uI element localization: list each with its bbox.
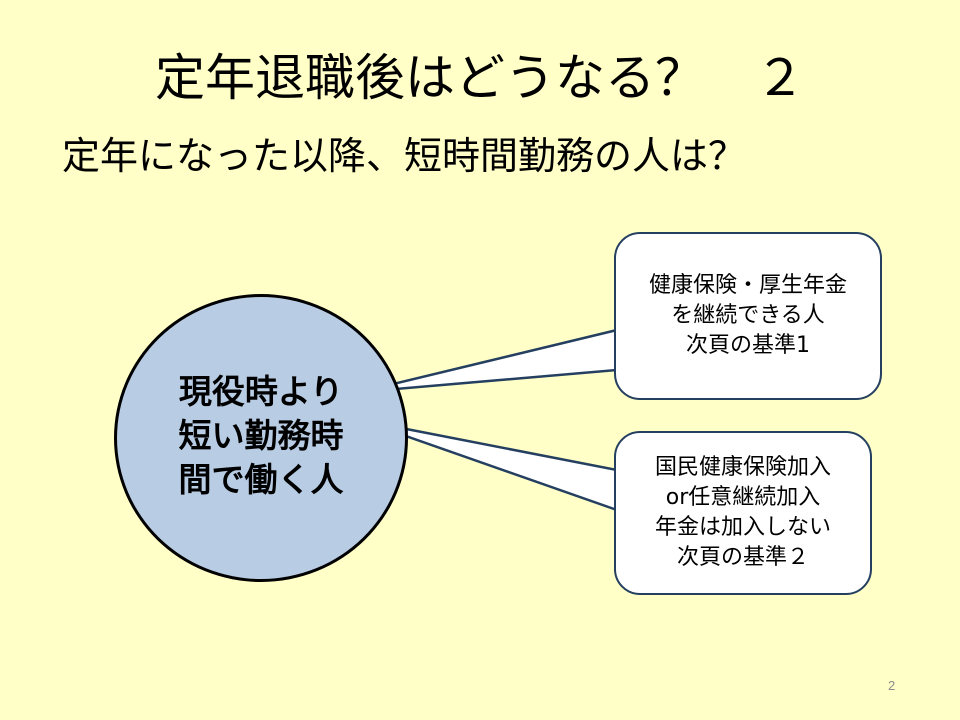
circle-label: 現役時より 短い勤務時 間で働く人 — [178, 372, 344, 499]
page-number: 2 — [888, 678, 896, 693]
callout-national-insurance: 国民健康保険加入 or任意継続加入 年金は加入しない 次頁の基準２ — [614, 431, 872, 595]
callout-continue-insurance: 健康保険・厚生年金 を継続できる人 次頁の基準1 — [614, 232, 882, 400]
main-circle: 現役時より 短い勤務時 間で働く人 — [114, 294, 408, 582]
slide-subtitle: 定年になった以降、短時間勤務の人は？ — [62, 134, 747, 178]
slide-title: 定年退職後はどうなる？ ２ — [155, 49, 805, 107]
callout-2-text: 国民健康保険加入 or任意継続加入 年金は加入しない 次頁の基準２ — [654, 455, 831, 570]
connector-to-callout-1 — [359, 328, 619, 394]
callout-1-text: 健康保険・厚生年金 を継続できる人 次頁の基準1 — [648, 273, 847, 358]
